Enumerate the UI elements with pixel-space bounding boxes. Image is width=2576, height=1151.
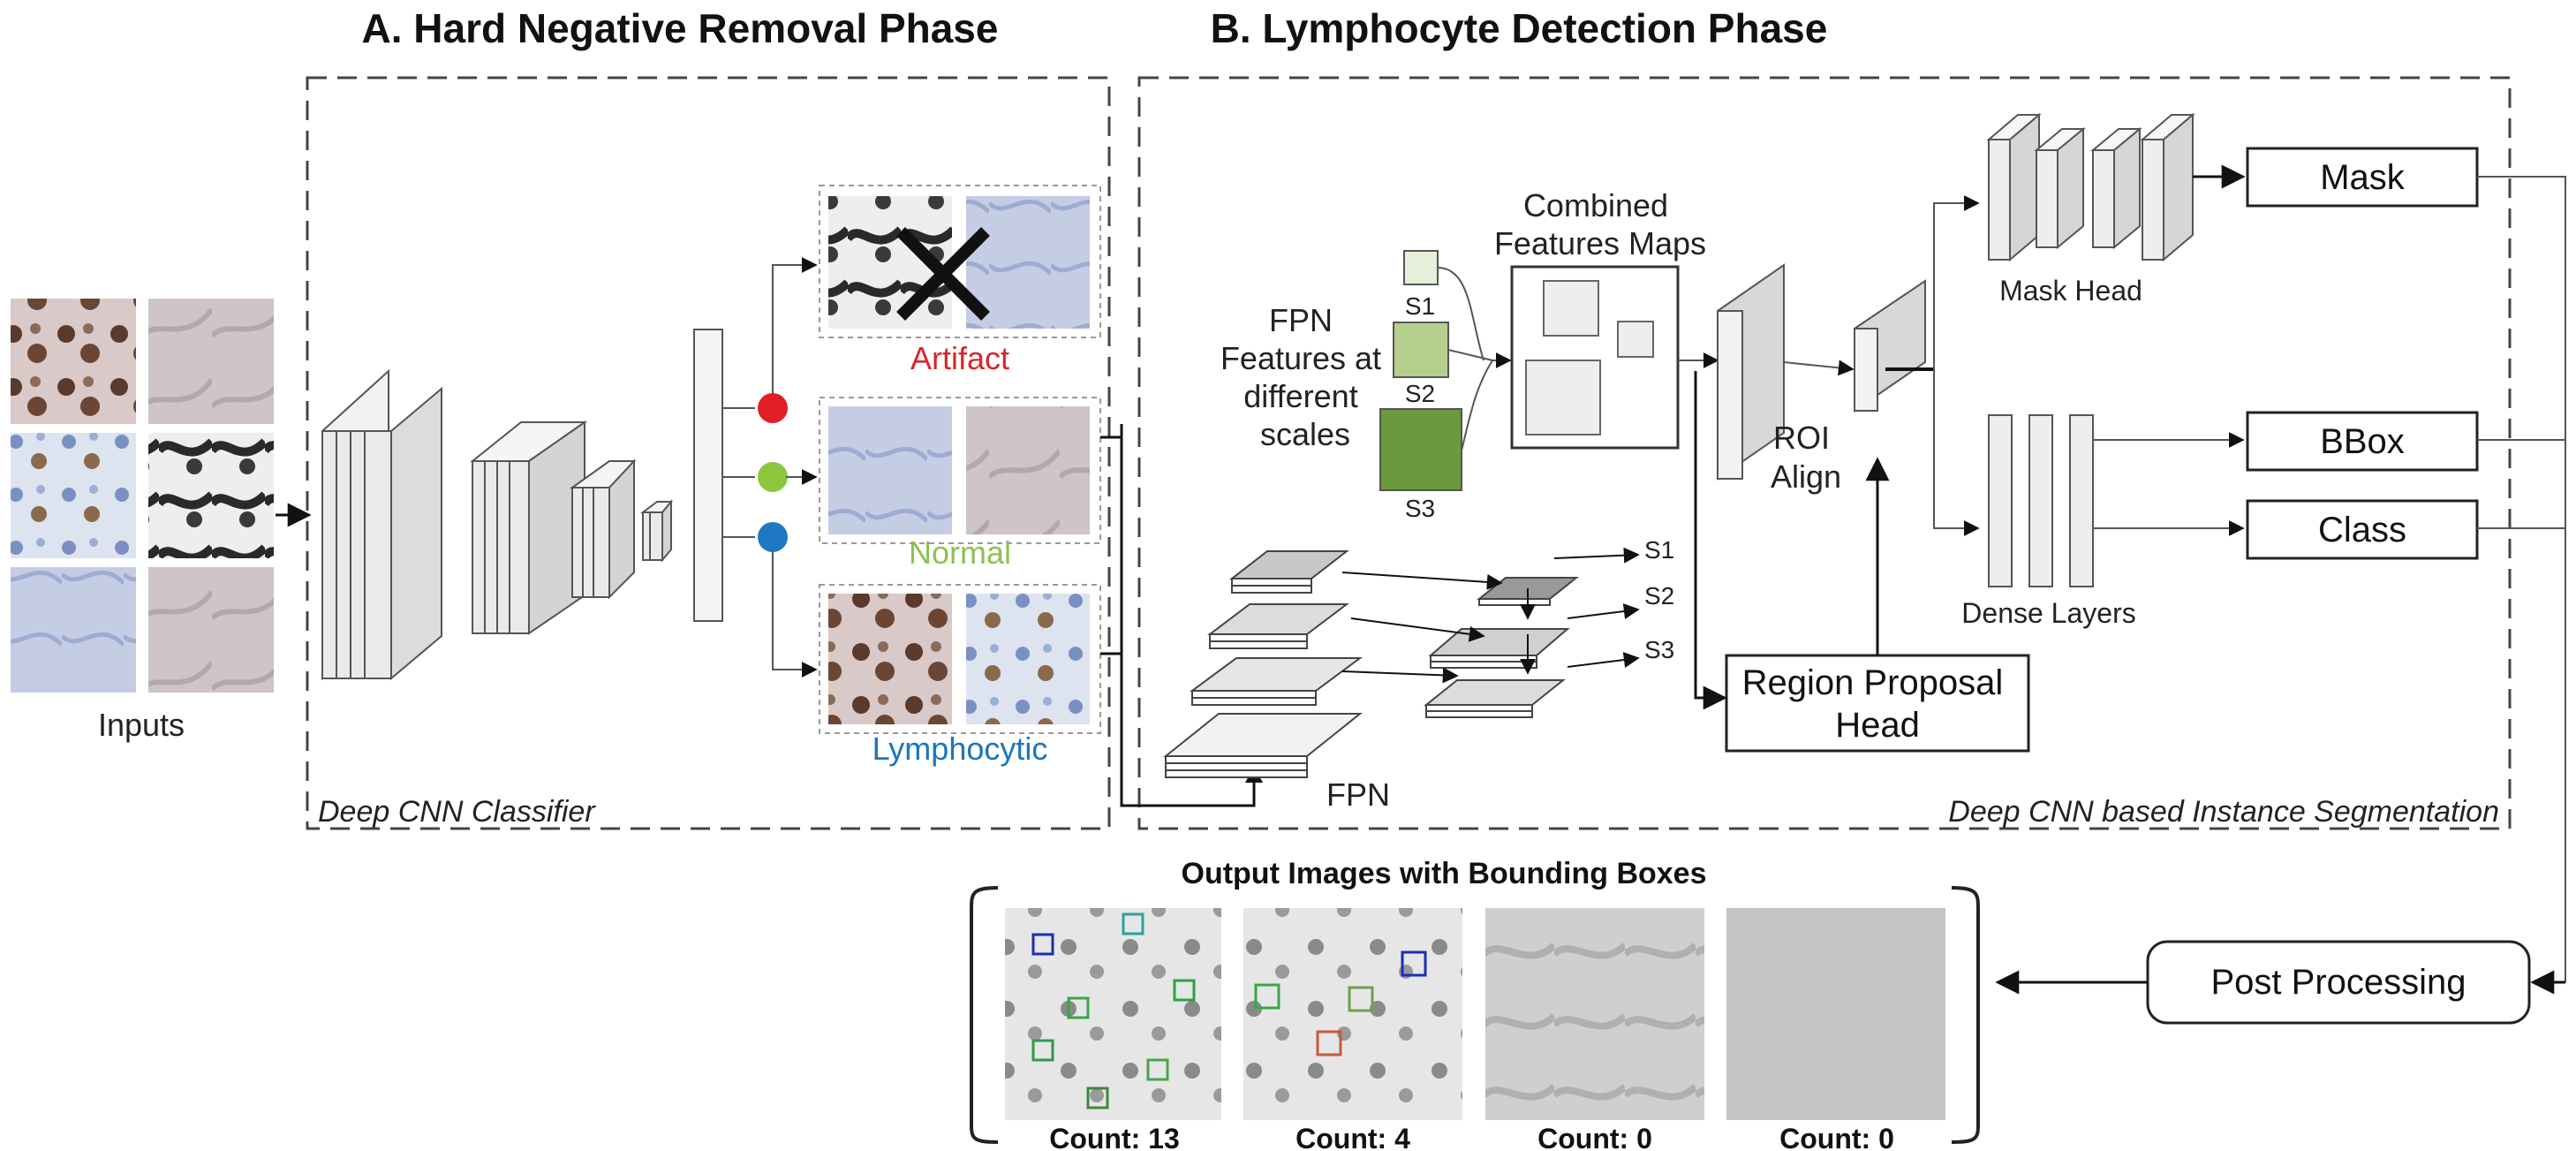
- scale-s2-label: S2: [1405, 380, 1435, 407]
- artifact-group: [819, 185, 1101, 338]
- lymphocytic-node-icon: [758, 522, 788, 552]
- normal-node-icon: [758, 462, 788, 492]
- input-tile: [11, 299, 136, 424]
- output-title: Output Images with Bounding Boxes: [1182, 857, 1707, 890]
- output-image: [1243, 908, 1462, 1120]
- detection-boxes: [1031, 912, 1427, 1109]
- phase-a-title: A. Hard Negative Removal Phase: [362, 5, 999, 51]
- lymphocytic-label: Lymphocytic: [873, 731, 1048, 767]
- output-images: [1005, 908, 1945, 1120]
- phase-a-region: [306, 76, 1111, 830]
- lymphocytic-image: [966, 594, 1090, 724]
- fpn-out-s1: S1: [1644, 536, 1674, 564]
- normal-label: Normal: [909, 534, 1011, 571]
- input-tile: [11, 567, 136, 693]
- post-processing-label: Post Processing: [2210, 963, 2466, 1002]
- rph-label-line2: Head: [1835, 706, 1920, 745]
- normal-image: [966, 406, 1090, 534]
- input-tile: [148, 299, 274, 424]
- fpn-out-s2: S2: [1644, 582, 1674, 610]
- artifact-node-icon: [758, 393, 788, 423]
- bbox-output-box: [2246, 411, 2479, 472]
- fpn-caption: FPN Features at different scales: [1220, 302, 1390, 452]
- phase-link: [1100, 424, 1256, 807]
- input-tile: [148, 433, 274, 558]
- rph-label-line1: Region Proposal: [1742, 663, 2004, 702]
- bbox-output-label: BBox: [2320, 422, 2405, 461]
- mask-output-label: Mask: [2320, 158, 2406, 197]
- fpn-outputs: [1424, 577, 1579, 718]
- classifier-label: Deep CNN Classifier: [318, 795, 596, 829]
- left-brace: [970, 886, 999, 1144]
- count-4: Count: 0: [1779, 1123, 1894, 1151]
- svg-text:Region Proposal Head: Region Proposal Head: [1742, 663, 2013, 745]
- normal-image: [828, 406, 952, 534]
- scale-s1-label: S1: [1405, 292, 1435, 320]
- fpn-label: FPN: [1326, 776, 1390, 813]
- input-images: [11, 299, 274, 693]
- artifact-label: Artifact: [910, 340, 1009, 376]
- phase-b-title: B. Lymphocyte Detection Phase: [1211, 5, 1828, 51]
- normal-group: [819, 397, 1101, 544]
- scale-s1-map: [1403, 250, 1439, 285]
- right-brace: [1951, 886, 1980, 1144]
- fpn-out-s3: S3: [1644, 636, 1674, 663]
- scale-s3-map: [1379, 408, 1462, 491]
- scale-s2-map: [1393, 322, 1449, 378]
- phase-b-region: [1137, 76, 2512, 830]
- combined-caption: Combined Features Maps: [1494, 187, 1706, 261]
- class-output-box: [2246, 499, 2479, 560]
- class-output-label: Class: [2318, 511, 2406, 549]
- mask-head: [1986, 112, 2195, 262]
- count-1: Count: 13: [1049, 1123, 1180, 1151]
- output-image: [1485, 908, 1704, 1120]
- input-tile: [148, 567, 274, 693]
- mask-head-label: Mask Head: [1999, 275, 2142, 307]
- cnn-layers: [321, 329, 723, 681]
- count-3: Count: 0: [1537, 1123, 1652, 1151]
- roi-align-label: ROI Align: [1771, 420, 1841, 495]
- lymphocytic-group: [819, 584, 1101, 734]
- lymphocytic-image: [828, 594, 952, 724]
- fpn-pyramid: [1163, 550, 1364, 778]
- inputs-label: Inputs: [98, 707, 185, 743]
- output-image: [1005, 908, 1221, 1120]
- segmentation-label: Deep CNN based Instance Segmentation: [1948, 795, 2499, 829]
- count-2: Count: 4: [1296, 1123, 1410, 1151]
- roi-align-block: [1717, 263, 1926, 481]
- artifact-image: [966, 196, 1090, 329]
- dense-layers-label: Dense Layers: [1961, 597, 2135, 629]
- dense-layers: [1988, 414, 2094, 587]
- scale-s3-label: S3: [1405, 495, 1435, 522]
- output-image: [1726, 908, 1945, 1120]
- input-tile: [11, 433, 136, 558]
